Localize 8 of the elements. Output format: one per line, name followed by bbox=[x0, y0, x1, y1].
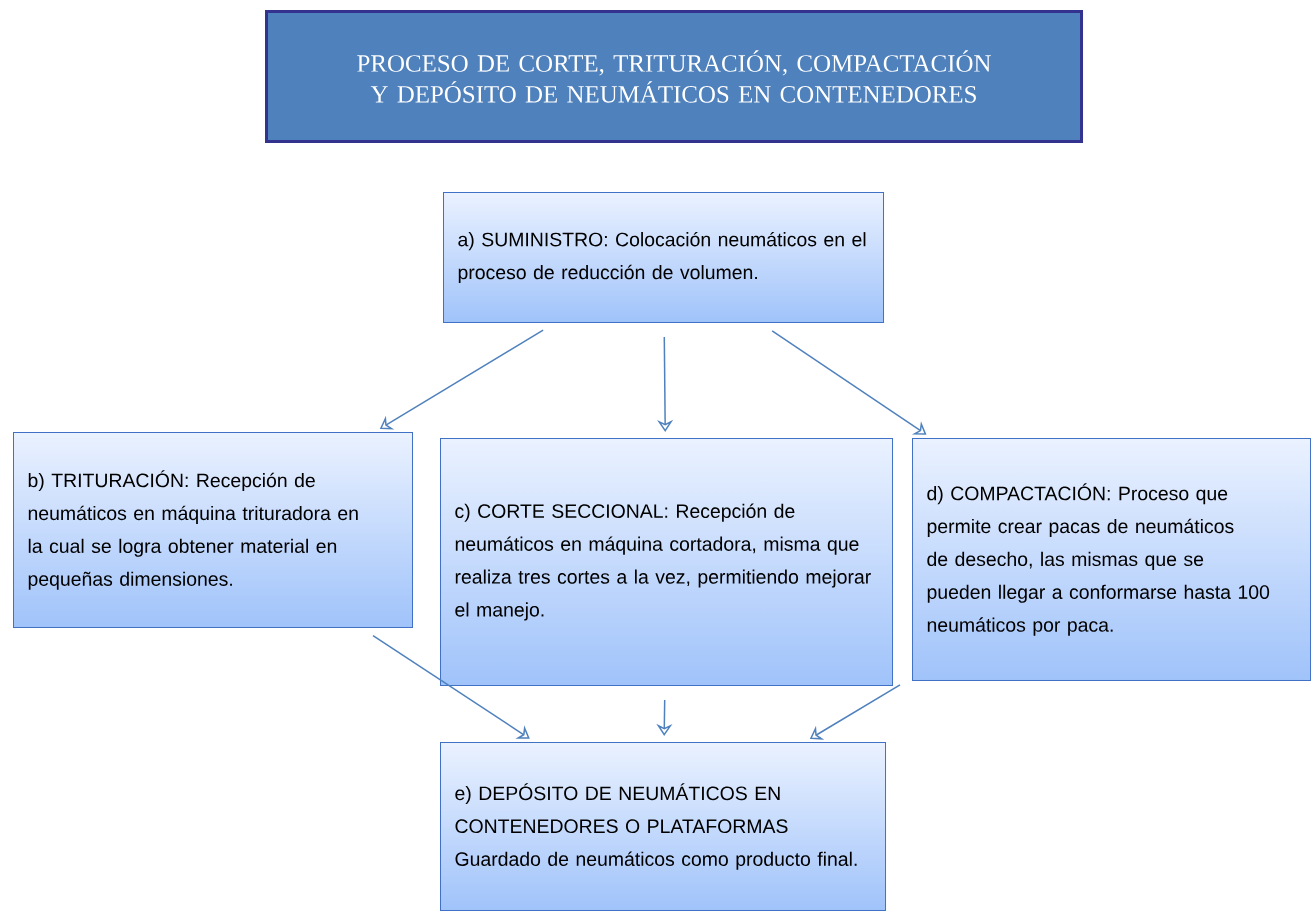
process-box: d) COMPACTACIÓN: Proceso que permite crear pacas de neumáticos de desecho, las mismas que se pueden llegar a conformarse hasta 100 neumáticos por paca. bbox=[912, 438, 1311, 681]
title-box: PROCESO DE CORTE, TRITURACIÓN, COMPACTACIÓN Y DEPÓSITO DE NEUMÁTICOS EN CONTENEDORES bbox=[265, 10, 1084, 143]
process-box: e) DEPÓSITO DE NEUMÁTICOS EN CONTENEDORES O PLATAFORMAS Guardado de neumáticos como producto final. bbox=[440, 742, 886, 911]
process-box: a) SUMINISTRO: Colocación neumáticos en el proceso de reducción de volumen. bbox=[443, 192, 884, 323]
process-box: c) CORTE SECCIONAL: Recepción de neumáticos en máquina cortadora, misma que realiza tres cortes a la vez, permitiendo mejorar el manejo. bbox=[440, 438, 893, 686]
arrow bbox=[372, 634, 530, 739]
arrow bbox=[771, 330, 927, 435]
process-box: b) TRITURACIÓN: Recepción de neumáticos en máquina trituradora en la cual se logra obtener material en pequeñas dimensiones. bbox=[13, 432, 413, 628]
